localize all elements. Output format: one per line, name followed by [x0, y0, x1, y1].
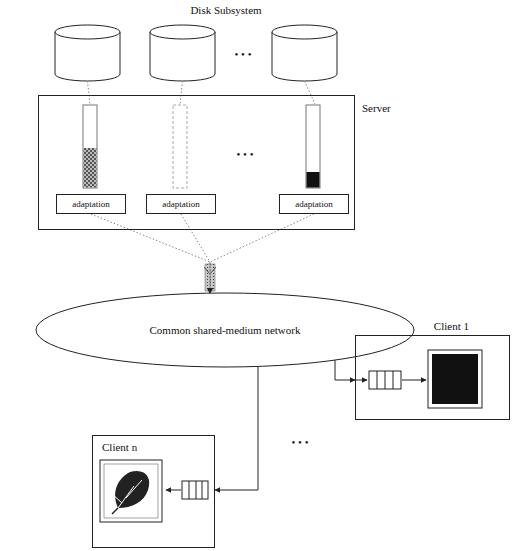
box-heading: Client 1 — [434, 320, 469, 333]
adaptation-box: adaptation — [146, 194, 216, 214]
client-terminal — [100, 460, 208, 522]
adaptation-box: adaptation — [279, 194, 349, 214]
ellipsis-dots: • • • — [291, 436, 308, 448]
box-heading: Server — [362, 102, 391, 115]
box-label: Common shared-medium network — [150, 324, 301, 337]
data-flow-line — [181, 214, 210, 293]
disk-cylinders — [55, 25, 337, 81]
network-outline — [36, 293, 414, 367]
server-box: Serveradaptationadaptationadaptation — [38, 95, 355, 230]
box-label: adaptation — [72, 199, 110, 209]
client-box: Client 1 — [355, 335, 510, 420]
client-terminal — [355, 350, 482, 408]
box-heading: Client n — [102, 441, 137, 454]
network-link — [335, 360, 355, 380]
data-flow-line — [91, 214, 210, 293]
network-ellipse: Common shared-medium network — [35, 292, 415, 368]
network-link — [215, 366, 258, 490]
box-label: adaptation — [295, 199, 333, 209]
ellipsis-dots: • • • — [234, 48, 251, 60]
ellipsis-dots: • • • — [236, 148, 253, 160]
adaptation-box: adaptation — [56, 194, 126, 214]
subsystem-title: Disk Subsystem — [190, 4, 261, 16]
buffers — [83, 105, 320, 188]
client-box: Client n — [92, 435, 215, 548]
data-flow-line — [210, 214, 314, 293]
box-label: adaptation — [162, 199, 200, 209]
disk-feeds — [88, 81, 316, 104]
